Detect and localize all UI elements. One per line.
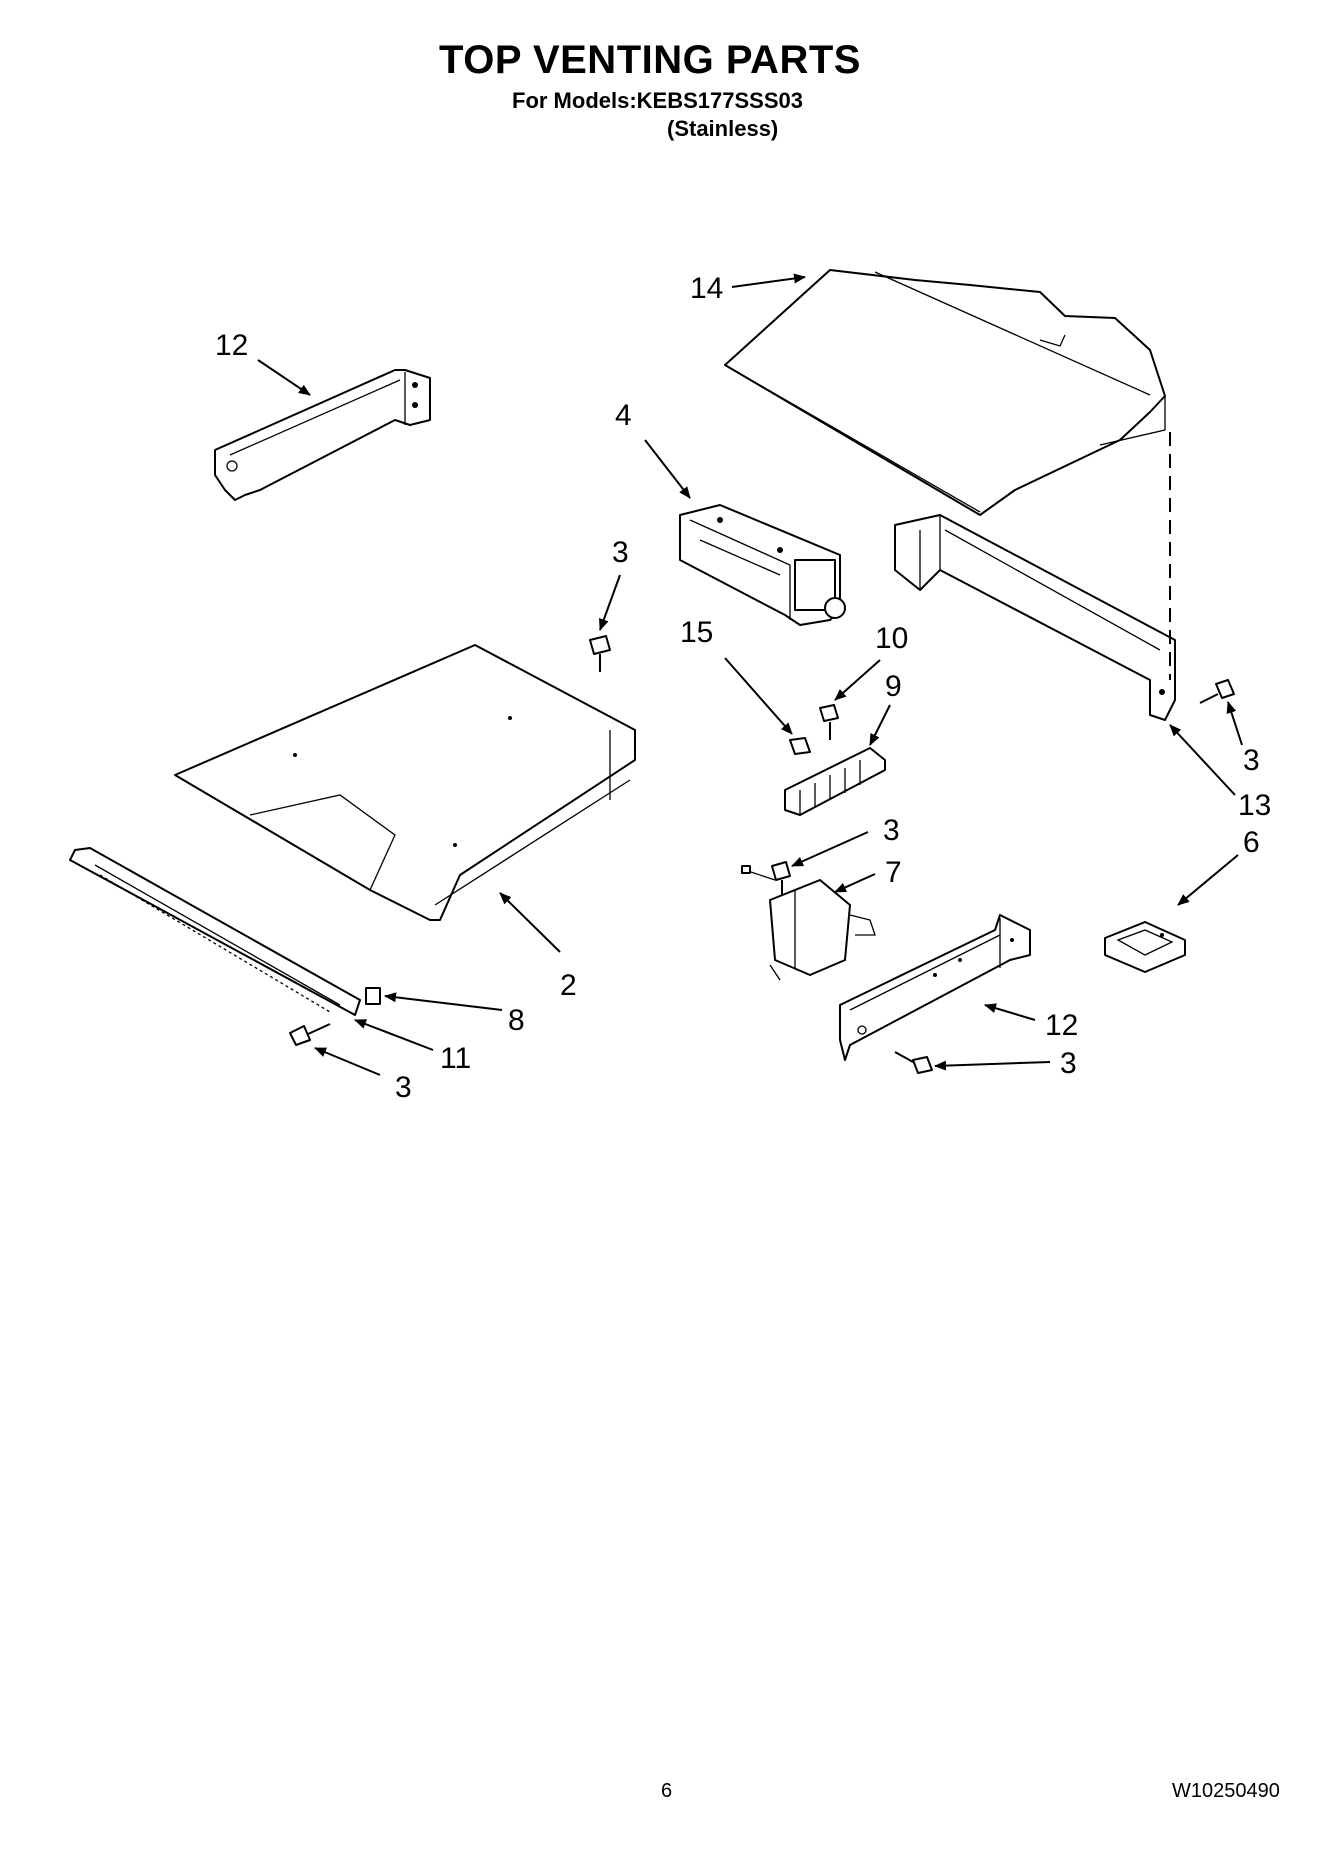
models-line: For Models:KEBS177SSS03 [512, 88, 803, 113]
part-9-terminal-block [784, 747, 886, 816]
callout-12-upper: 12 [215, 329, 248, 362]
part-3-screw-top [589, 635, 611, 672]
callout-9: 9 [885, 670, 902, 703]
callout-14: 14 [690, 272, 723, 305]
part-13-rear-bracket [894, 432, 1176, 721]
part-3-screw-front [289, 1023, 331, 1046]
callout-15: 15 [680, 616, 713, 649]
part-12-right-bracket [839, 914, 1031, 1061]
callout-3-middle: 3 [883, 814, 900, 847]
part-15-nut [789, 737, 811, 755]
callout-2: 2 [560, 969, 577, 1002]
part-6-small-bracket [1104, 921, 1186, 973]
callout-3-front: 3 [395, 1071, 412, 1104]
part-11-front-trim [69, 847, 361, 1016]
document-number: W10250490 [1172, 1780, 1280, 1802]
part-10-screw [819, 704, 839, 740]
callout-7: 7 [885, 856, 902, 889]
callout-3-lower-right: 3 [1060, 1047, 1077, 1080]
callout-8: 8 [508, 1004, 525, 1037]
part-14-vent-cover [724, 269, 1166, 516]
page-title: TOP VENTING PARTS [439, 38, 861, 82]
callout-11: 11 [440, 1042, 471, 1075]
part-2-top-panel [174, 644, 636, 921]
part-3-screw-lower-right [894, 1051, 933, 1074]
callout-13: 13 [1238, 789, 1271, 822]
callout-3-right: 3 [1243, 744, 1260, 777]
leader-lines [257, 273, 1243, 1076]
callout-12-lower: 12 [1045, 1009, 1078, 1042]
part-8-clip [365, 987, 381, 1005]
callout-labels: 14 12 4 3 15 10 9 3 13 6 3 7 2 8 11 3 12… [215, 272, 1271, 1104]
part-3-screw-right [1199, 679, 1235, 704]
callout-3-top: 3 [612, 536, 629, 569]
callout-4: 4 [615, 399, 632, 432]
part-12-left-bracket [214, 369, 431, 501]
part-7-transformer [741, 865, 876, 981]
page-number: 6 [661, 1780, 673, 1802]
callout-10: 10 [875, 622, 908, 655]
finish-line: (Stainless) [667, 116, 779, 141]
part-4-latch-assembly [679, 504, 846, 626]
callout-6: 6 [1243, 826, 1260, 859]
